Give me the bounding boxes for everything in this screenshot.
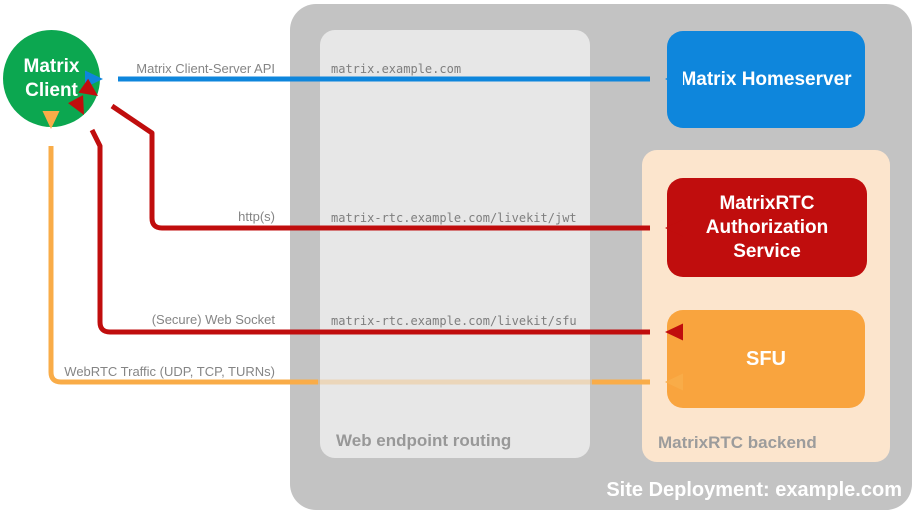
- matrix-homeserver-label: Matrix Homeserver: [680, 68, 852, 90]
- client-server-api-label: Matrix Client-Server API: [136, 61, 275, 76]
- sfu-label: SFU: [746, 347, 786, 370]
- web-endpoint-routing-label: Web endpoint routing: [336, 431, 512, 450]
- endpoint-livekit-sfu: matrix-rtc.example.com/livekit/sfu: [331, 314, 577, 328]
- endpoint-livekit-jwt: matrix-rtc.example.com/livekit/jwt: [331, 211, 577, 225]
- matrix-client-node: Matrix Client: [3, 30, 100, 127]
- web-endpoint-routing-zone: Web endpoint routing: [320, 30, 590, 458]
- matrixrtc-backend-label: MatrixRTC backend: [658, 433, 817, 452]
- websocket-label: (Secure) Web Socket: [151, 312, 275, 327]
- matrix-client-label: Matrix Client: [23, 55, 80, 101]
- site-deployment-label: Site Deployment: example.com: [606, 479, 902, 501]
- endpoint-matrix-example-com: matrix.example.com: [331, 62, 462, 76]
- webrtc-traffic-label: WebRTC Traffic (UDP, TCP, TURNs): [64, 364, 275, 379]
- https-label: http(s): [238, 209, 275, 224]
- matrixrtc-authorization-service-label: MatrixRTC Authorization Service: [705, 192, 829, 262]
- sfu-node: SFU: [667, 310, 865, 408]
- matrix-homeserver-node: Matrix Homeserver: [667, 31, 865, 128]
- matrixrtc-authorization-service-node: MatrixRTC Authorization Service: [667, 178, 867, 277]
